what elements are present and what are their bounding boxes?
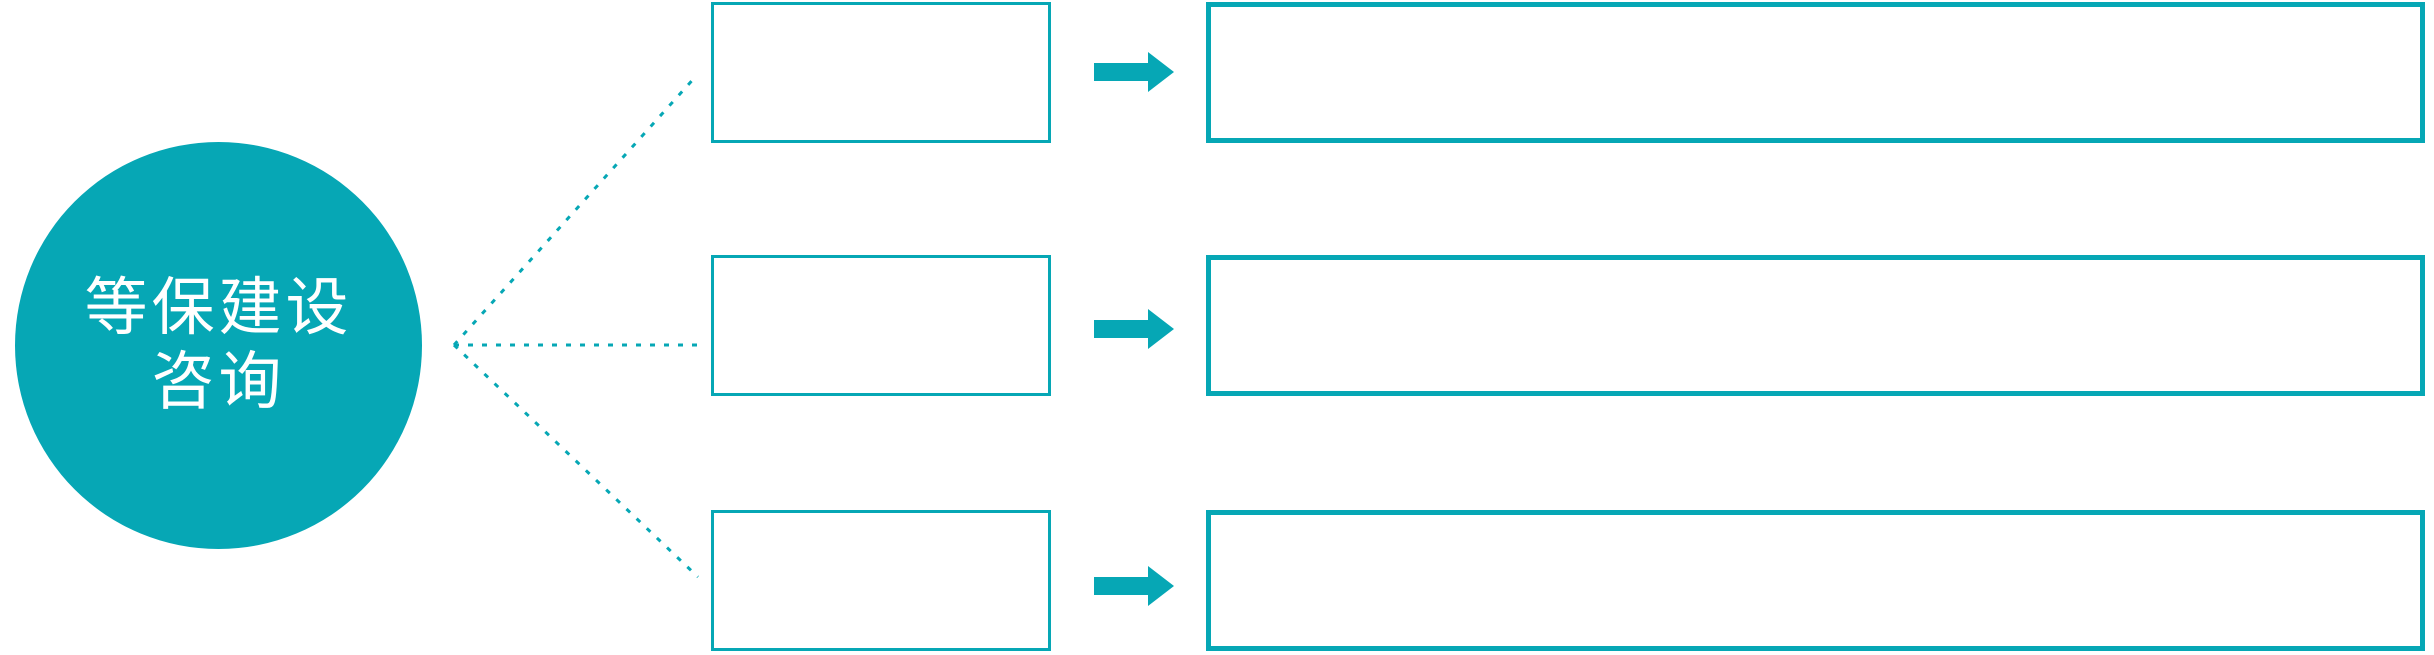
dotted-connector-top bbox=[452, 73, 699, 347]
right-arrow-icon-1 bbox=[1094, 52, 1174, 92]
center-circle-label-line1: 等保建设 bbox=[84, 273, 353, 344]
right-arrow-icon-2 bbox=[1094, 309, 1174, 349]
center-circle-node: 等保建设 咨询 bbox=[15, 142, 422, 549]
large-box-3 bbox=[1206, 510, 2425, 651]
right-arrow-icon-3 bbox=[1094, 566, 1174, 606]
small-box-1 bbox=[711, 2, 1051, 143]
small-box-3 bbox=[711, 510, 1051, 651]
center-circle-label-line2: 咨询 bbox=[151, 346, 286, 417]
small-box-2 bbox=[711, 255, 1051, 396]
dotted-connector-bottom bbox=[452, 343, 700, 579]
large-box-1 bbox=[1206, 2, 2425, 143]
large-box-2 bbox=[1206, 255, 2425, 396]
